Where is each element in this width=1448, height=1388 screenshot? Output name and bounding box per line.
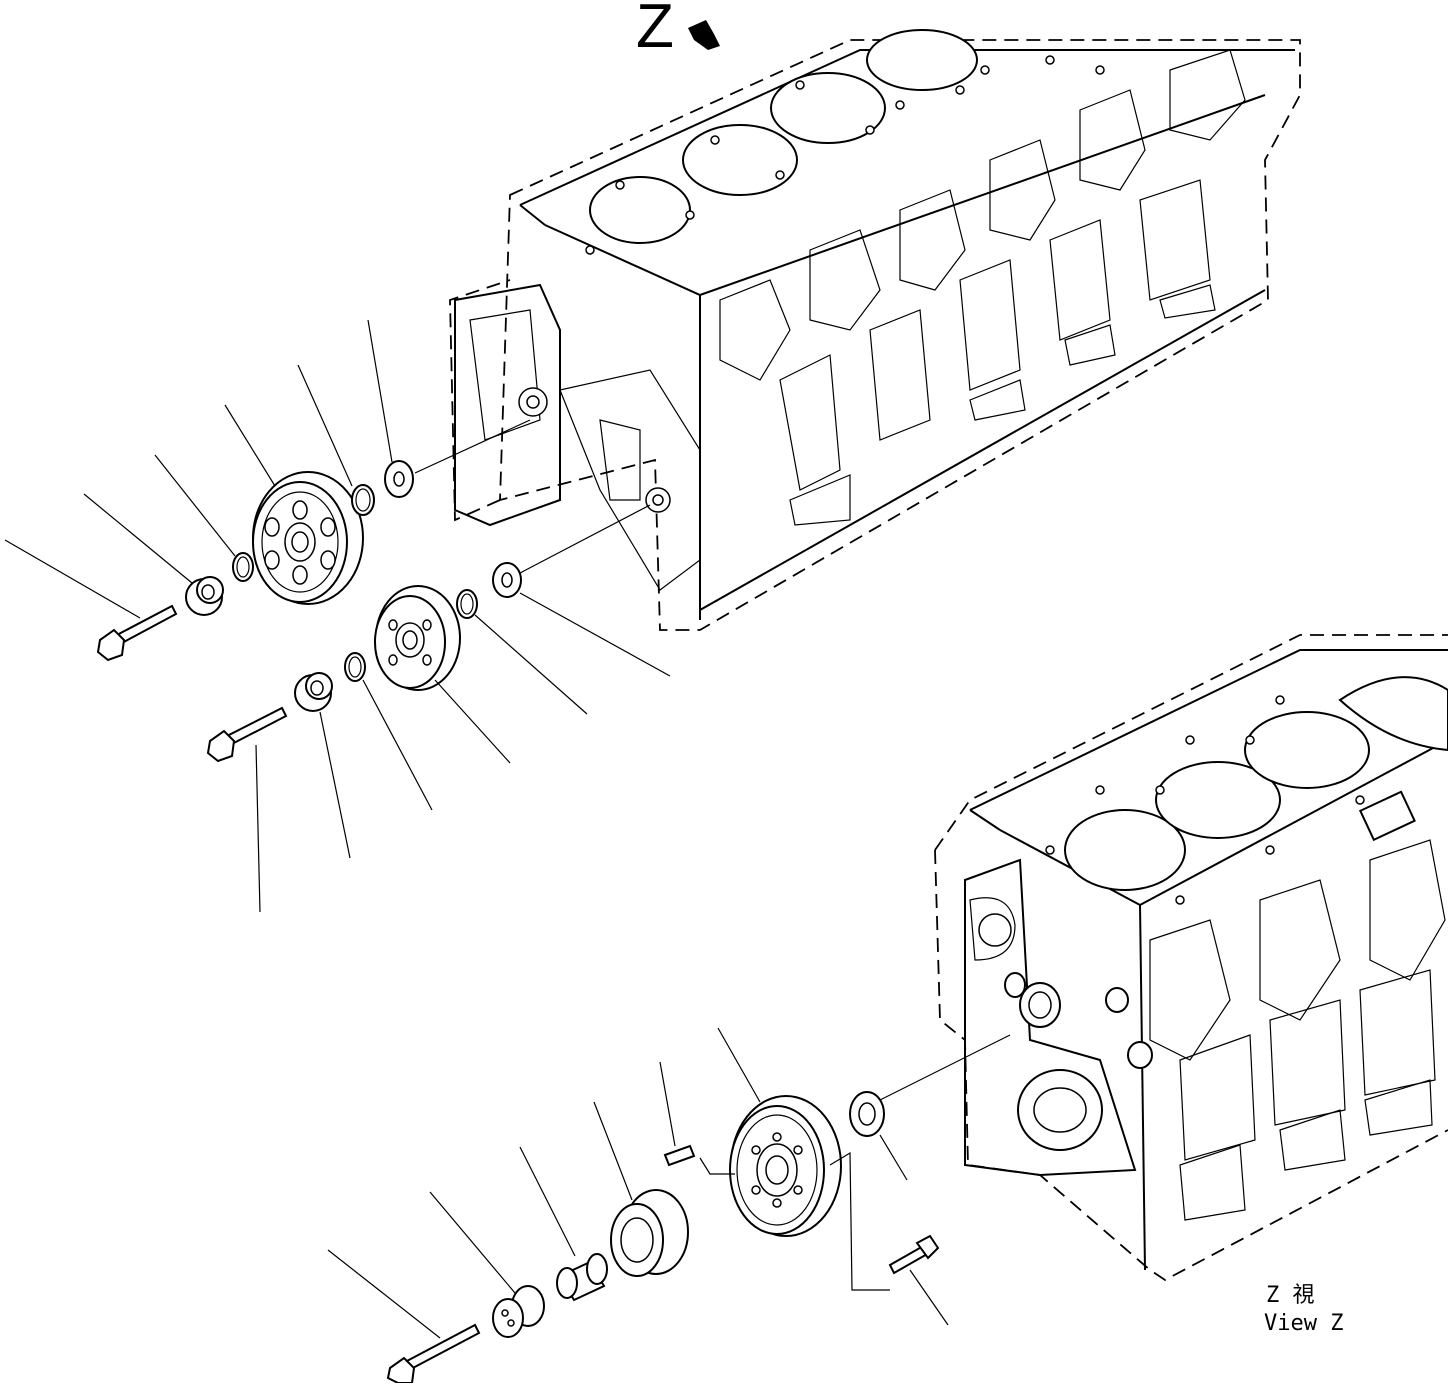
- bushing: [344, 652, 366, 682]
- lower-exploded-parts: [327, 1027, 1011, 1384]
- cylinder-bore: [682, 124, 798, 196]
- crankshaft-gear: [729, 1095, 842, 1237]
- view-arrow-label: Z: [636, 0, 674, 61]
- view-caption-jp: Z 視: [1266, 1283, 1315, 1308]
- flange-bolt: [96, 604, 178, 662]
- cylinder-bore: [770, 72, 886, 144]
- stepped-washer: [294, 672, 333, 712]
- idler-gear-large: [252, 471, 364, 605]
- idler-gear-small: [374, 585, 461, 691]
- cylinder-bore: [1155, 761, 1281, 839]
- timing-gear-small: [610, 1189, 689, 1277]
- flange-bolt: [888, 1234, 940, 1275]
- stepped-washer: [185, 576, 224, 616]
- cylinder-bore: [1244, 711, 1370, 789]
- cylinder-bore: [589, 176, 691, 244]
- cylinder-bore: [1064, 809, 1186, 891]
- view-z-marker: Z: [636, 0, 720, 61]
- flange-bolt: [386, 1323, 481, 1384]
- upper-engine-block: [449, 29, 1301, 631]
- dowel-pin: [663, 1144, 696, 1167]
- view-arrow-icon: [688, 20, 720, 50]
- view-caption-en: View Z: [1264, 1311, 1343, 1336]
- cylinder-bore: [866, 29, 978, 91]
- bushing: [232, 552, 254, 582]
- view-caption: Z 視 View Z: [1264, 1283, 1343, 1336]
- sleeve: [556, 1253, 608, 1302]
- thrust-ring: [456, 589, 478, 619]
- flange-bolt: [206, 706, 288, 763]
- upper-exploded-parts: [4, 319, 671, 913]
- hub-plug: [492, 1285, 545, 1338]
- lower-engine-block: [934, 634, 1448, 1282]
